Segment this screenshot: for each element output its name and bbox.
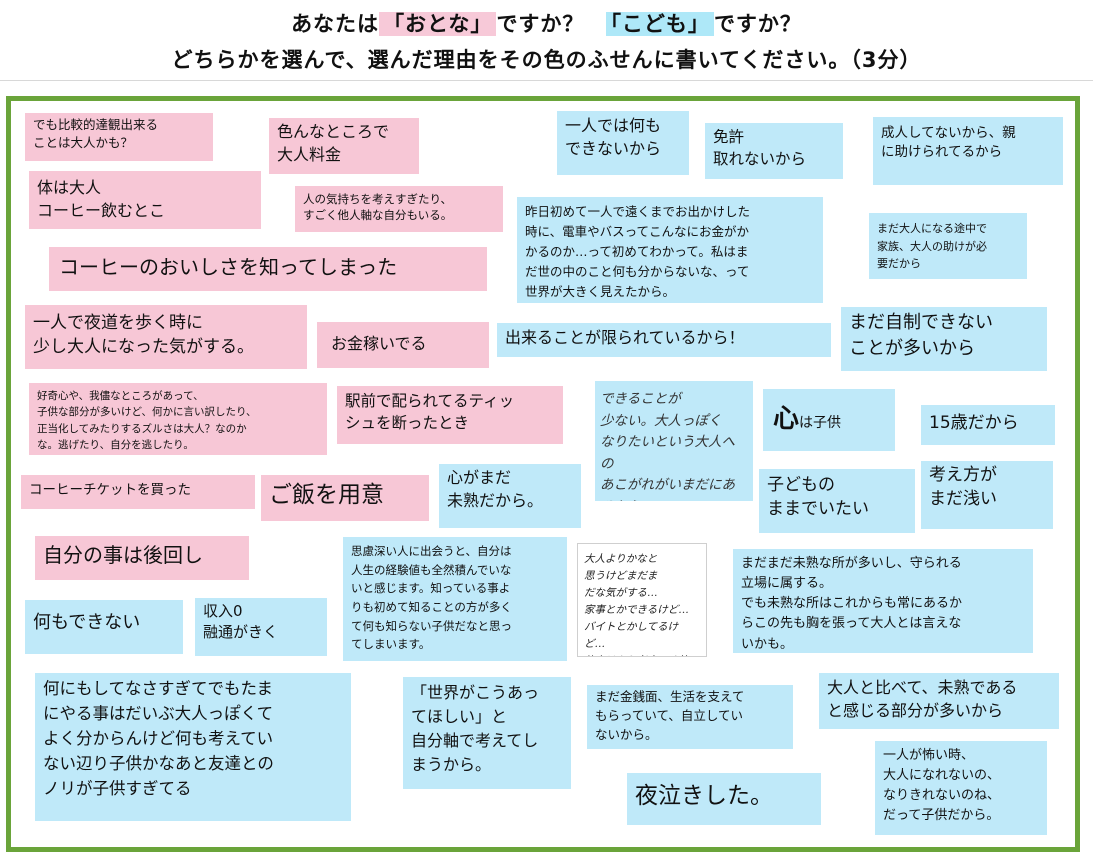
sticky-note-blue[interactable]: 心がまだ 未熟だから。: [439, 464, 581, 528]
note-text: コーヒーチケットを買った: [29, 482, 191, 498]
sticky-note-blue[interactable]: まだ大人になる途中で 家族、大人の助けが必 要だから: [869, 213, 1027, 279]
header: あなたは「おとな」ですか？ 「こども」ですか？ どちらかを選んで、選んだ理由をそ…: [0, 0, 1093, 81]
note-text: 体は大人 コーヒー飲むとこ: [37, 178, 166, 220]
sticky-note-blue[interactable]: 何にもしてなさすぎてでもたま にやる事はだいぶ大人っぽくて よく分からんけど何も…: [35, 673, 351, 821]
note-text: まだ大人になる途中で 家族、大人の助けが必 要だから: [877, 222, 987, 271]
sticky-note-pink[interactable]: 駅前で配られてるティッ シュを断ったとき: [337, 386, 563, 444]
note-text: できることが 少ない。大人っぽく なりたいという大人への あこがれがいまだにある…: [600, 391, 735, 501]
note-text: 好奇心や、我儘なところがあって、 子供な部分が多いけど、何かに言い訳したり、 正…: [37, 390, 257, 451]
sticky-note-pink[interactable]: お金稼いでる: [317, 322, 489, 368]
sticky-note-pink[interactable]: 好奇心や、我儘なところがあって、 子供な部分が多いけど、何かに言い訳したり、 正…: [29, 383, 327, 455]
sticky-note-pink[interactable]: 自分の事は後回し: [35, 536, 249, 580]
sticky-note-blue[interactable]: まだ自制できない ことが多いから: [841, 307, 1047, 371]
sticky-note-pink[interactable]: 一人で夜道を歩く時に 少し大人になった気がする。: [25, 305, 307, 369]
sticky-note-blue[interactable]: 「世界がこうあっ てほしい」と 自分軸で考えてし まうから。: [403, 677, 571, 789]
sticky-note-blue[interactable]: 夜泣きした。: [627, 773, 821, 825]
sticky-note-pink[interactable]: ご飯を用意: [261, 475, 429, 521]
note-text: 出来ることが限られているから！: [505, 328, 745, 347]
sticky-note-blue[interactable]: 15歳だから: [921, 405, 1055, 445]
sticky-note-blue[interactable]: 子どもの ままでいたい: [759, 469, 915, 533]
sticky-note-blue[interactable]: 何もできない: [25, 600, 183, 654]
note-text: まだまだ未熟な所が多いし、守られる 立場に属する。 でも未熟な所はこれからも常に…: [741, 556, 963, 652]
sticky-note-board: でも比較的達観出来る ことは大人かも？ 色んなところで 大人料金 体は大人 コー…: [6, 96, 1080, 852]
sticky-note-blue[interactable]: 心は子供: [763, 389, 895, 451]
note-text: 大人よりかなと 思うけどまだま だな気がする… 家事とかできるけど… バイトとか…: [584, 553, 689, 656]
sticky-note-blue[interactable]: 免許 取れないから: [705, 123, 843, 179]
sticky-note-blue[interactable]: 昨日初めて一人で遠くまでお出かけした 時に、電車やバスってこんなにお金がか かる…: [517, 197, 823, 303]
note-text: まだ自制できない ことが多いから: [849, 312, 993, 359]
note-text: 自分の事は後回し: [43, 543, 203, 567]
note-text: 一人では何も できないから: [565, 116, 662, 158]
note-heart-big: 心: [773, 404, 800, 434]
sticky-note-blue[interactable]: 一人が怖い時、 大人になれないの、 なりきれないのね、 だって子供だから。: [875, 741, 1047, 835]
note-text: 何にもしてなさすぎてでもたま にやる事はだいぶ大人っぽくて よく分からんけど何も…: [43, 679, 274, 799]
note-text: 免許 取れないから: [713, 128, 807, 168]
adult-label: 「おとな」: [379, 12, 497, 36]
note-text: 大人と比べて、未熟である と感じる部分が多いから: [827, 678, 1018, 721]
sticky-note-white[interactable]: 大人よりかなと 思うけどまだま だな気がする… 家事とかできるけど… バイトとか…: [577, 543, 707, 657]
sticky-note-blue[interactable]: 一人では何も できないから: [557, 111, 689, 175]
note-text: 思慮深い人に出会うと、自分は 人生の経験値も全然積んでいな いと感じます。知って…: [351, 544, 512, 652]
question-mid: ですか？: [496, 12, 607, 36]
sticky-note-pink[interactable]: 人の気持ちを考えすぎたり、 すごく他人軸な自分もいる。: [295, 186, 503, 232]
instruction-line: どちらかを選んで、選んだ理由をその色のふせんに書いてください。（3分）: [171, 48, 922, 72]
sticky-note-blue[interactable]: 考え方が まだ浅い: [921, 461, 1053, 529]
sticky-note-pink[interactable]: 体は大人 コーヒー飲むとこ: [29, 171, 261, 229]
sticky-note-pink[interactable]: でも比較的達観出来る ことは大人かも？: [25, 113, 213, 161]
note-heart-small: は子供: [799, 415, 842, 431]
note-text: 子どもの ままでいたい: [767, 475, 869, 520]
sticky-note-pink[interactable]: 色んなところで 大人料金: [269, 118, 419, 174]
question-line: あなたは「おとな」ですか？ 「こども」ですか？: [0, 8, 1093, 38]
note-text: 収入0 融通がきく: [203, 602, 279, 642]
note-text: 夜泣きした。: [635, 783, 773, 809]
note-text: 一人で夜道を歩く時に 少し大人になった気がする。: [33, 313, 254, 358]
sticky-note-blue[interactable]: 収入0 融通がきく: [195, 598, 327, 656]
question-post: ですか？: [713, 12, 802, 36]
note-text: 昨日初めて一人で遠くまでお出かけした 時に、電車やバスってこんなにお金がか かる…: [525, 204, 751, 299]
note-text: まだ金銭面、生活を支えて もらっていて、自立してい ないから。: [595, 689, 745, 742]
note-text: 人の気持ちを考えすぎたり、 すごく他人軸な自分もいる。: [303, 192, 453, 223]
note-text: でも比較的達観出来る ことは大人かも？: [33, 117, 159, 150]
sticky-note-blue[interactable]: できることが 少ない。大人っぽく なりたいという大人への あこがれがいまだにある…: [595, 381, 753, 501]
note-text: 色んなところで 大人料金: [277, 122, 390, 164]
note-text: 何もできない: [33, 612, 141, 633]
note-text: 考え方が まだ浅い: [929, 465, 997, 510]
note-text: コーヒーのおいしさを知ってしまった: [59, 255, 398, 279]
note-text: 心がまだ 未熟だから。: [447, 468, 544, 510]
sticky-note-pink[interactable]: コーヒーのおいしさを知ってしまった: [49, 247, 487, 291]
question-pre: あなたは: [291, 12, 380, 36]
note-text: 一人が怖い時、 大人になれないの、 なりきれないのね、 だって子供だから。: [883, 748, 1001, 824]
sticky-note-blue[interactable]: 成人してないから、親 に助けられてるから: [873, 117, 1063, 185]
sticky-note-blue[interactable]: 出来ることが限られているから！: [497, 323, 831, 357]
child-label: 「こども」: [606, 12, 714, 36]
note-text: ご飯を用意: [269, 482, 384, 508]
note-text: 駅前で配られてるティッ シュを断ったとき: [345, 392, 515, 432]
note-text: 15歳だから: [929, 413, 1019, 433]
sticky-note-blue[interactable]: 思慮深い人に出会うと、自分は 人生の経験値も全然積んでいな いと感じます。知って…: [343, 537, 567, 661]
note-text: 成人してないから、親 に助けられてるから: [881, 125, 1016, 161]
sticky-note-blue[interactable]: まだ金銭面、生活を支えて もらっていて、自立してい ないから。: [587, 685, 793, 749]
sticky-note-pink[interactable]: コーヒーチケットを買った: [21, 475, 255, 509]
note-text: 「世界がこうあっ てほしい」と 自分軸で考えてし まうから。: [411, 683, 540, 774]
sticky-note-blue[interactable]: 大人と比べて、未熟である と感じる部分が多いから: [819, 673, 1059, 729]
note-text: お金稼いでる: [331, 334, 427, 353]
sticky-note-blue[interactable]: まだまだ未熟な所が多いし、守られる 立場に属する。 でも未熟な所はこれからも常に…: [733, 549, 1033, 653]
